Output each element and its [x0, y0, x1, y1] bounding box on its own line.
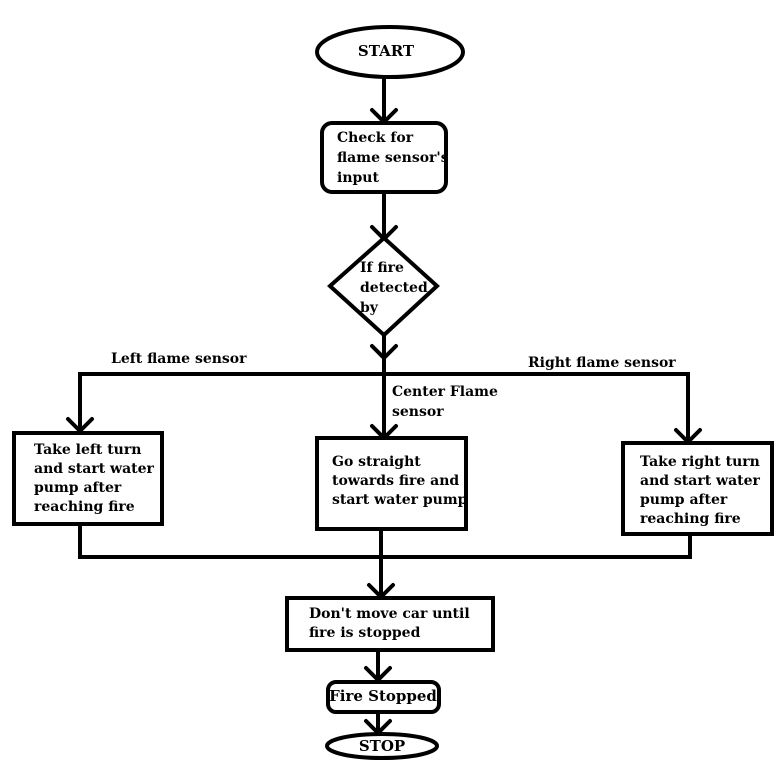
center-action-box — [315, 436, 468, 531]
edge-label-center: Center Flame sensor — [392, 384, 503, 420]
decision-diamond — [327, 235, 440, 338]
check-label: Check for flame sensor's input — [337, 130, 453, 186]
fire-stopped-box — [326, 680, 441, 714]
right-action-box — [621, 441, 774, 536]
start-label: START — [358, 42, 415, 60]
node-right-action: Take right turn and start water pump aft… — [621, 441, 774, 536]
node-decision: If fire detected by — [327, 235, 440, 338]
right-action-label: Take right turn and start water pump aft… — [640, 454, 765, 527]
wait-box — [285, 596, 495, 652]
edge-label-right: Right flame sensor — [528, 355, 676, 371]
fire-stopped-label: Fire Stopped — [329, 687, 437, 705]
decision-label: If fire detected by — [360, 260, 433, 316]
stop-label: STOP — [359, 737, 405, 755]
arrowhead-icon — [370, 344, 398, 360]
stop-ellipse — [325, 732, 439, 760]
left-action-box — [12, 431, 164, 526]
start-ellipse — [315, 25, 465, 79]
node-fire-stopped: Fire Stopped — [326, 680, 441, 714]
node-wait: Don't move car until fire is stopped — [285, 596, 495, 652]
node-start: START — [315, 25, 465, 79]
node-center-action: Go straight towards fire and start water… — [315, 436, 468, 531]
check-box — [320, 121, 448, 194]
center-action-label: Go straight towards fire and start water… — [332, 454, 468, 508]
left-action-label: Take left turn and start water pump afte… — [34, 442, 159, 515]
node-check: Check for flame sensor's input — [320, 121, 453, 194]
node-left-action: Take left turn and start water pump afte… — [12, 431, 164, 526]
node-stop: STOP — [325, 732, 439, 760]
edge-label-left: Left flame sensor — [111, 351, 247, 367]
wait-label: Don't move car until fire is stopped — [309, 606, 475, 641]
